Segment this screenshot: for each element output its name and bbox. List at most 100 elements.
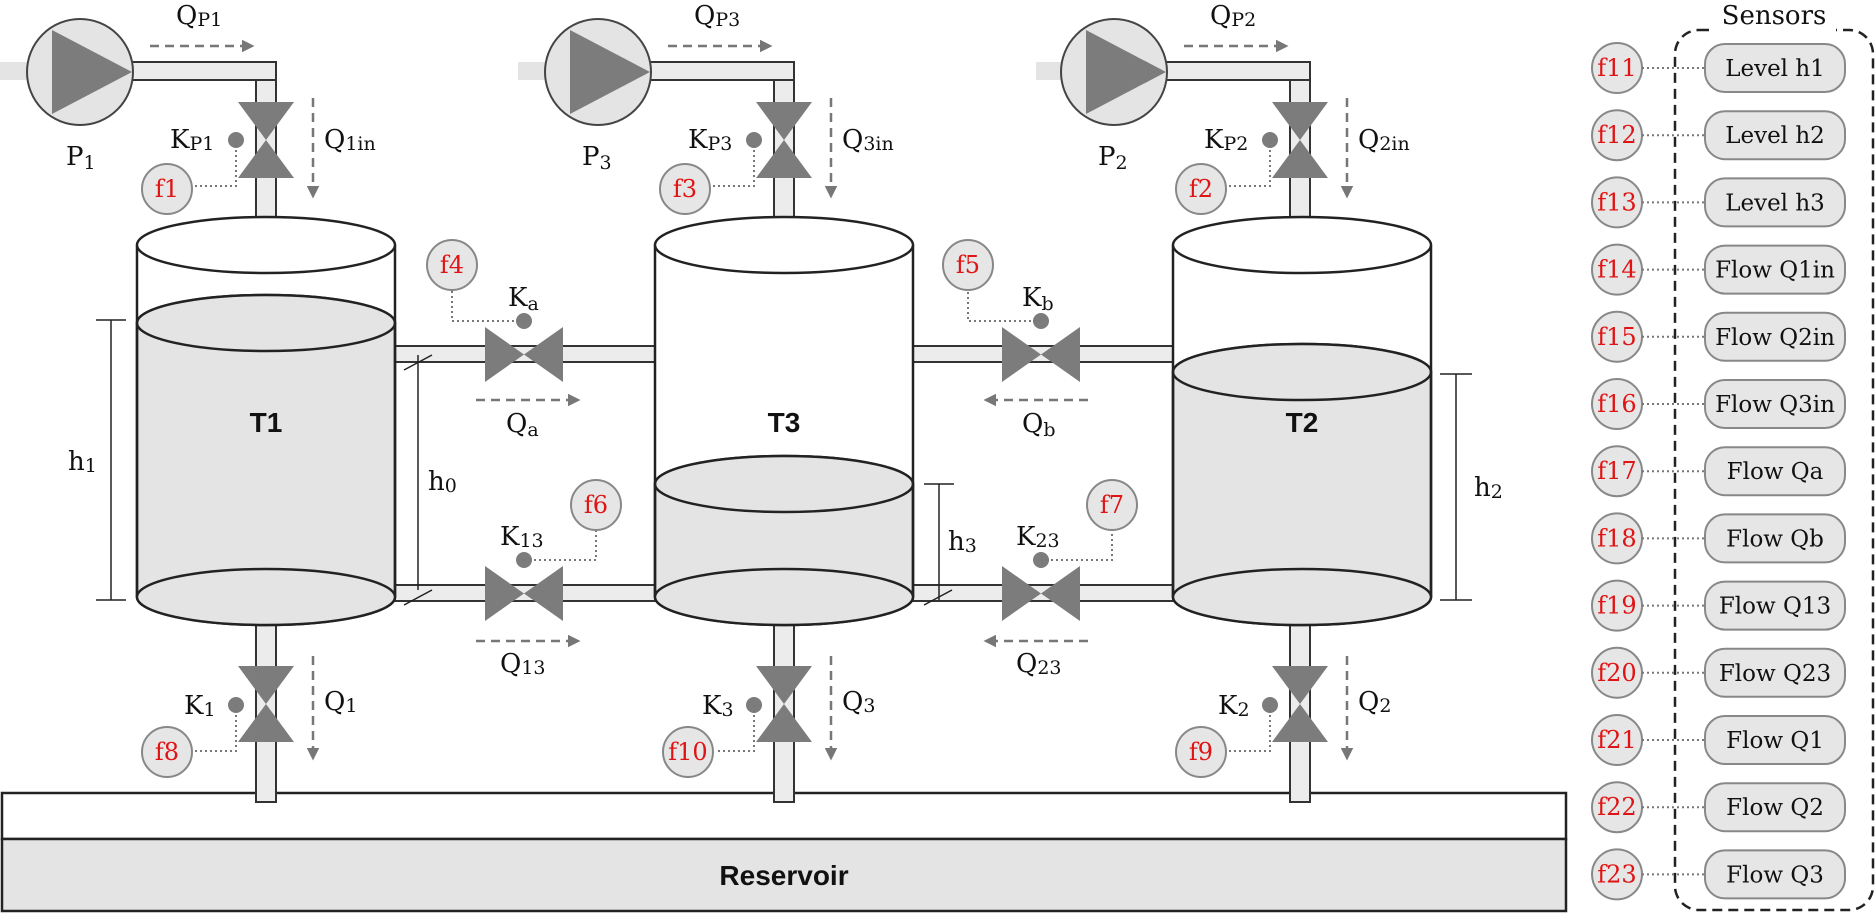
sensor-fault-label: f22 (1597, 793, 1636, 821)
valve-kp2 (1272, 102, 1328, 178)
sensor-label: Level h3 (1725, 190, 1825, 216)
diagram-labels: P1 P3 P2 QP1 QP3 QP2 KP1 KP3 KP2 Q1in Q3… (66, 1, 1503, 721)
valve-ka (485, 327, 563, 382)
sensor-label: Flow Qb (1726, 526, 1824, 552)
fault-f2: f2 (1175, 163, 1227, 215)
sensor-fault-label: f21 (1597, 726, 1636, 754)
tank-t1: T1 (135, 215, 397, 627)
pump-p1-label: P1 (66, 142, 96, 174)
svg-text:f10: f10 (668, 738, 707, 766)
pump-p2 (1060, 18, 1168, 126)
sensor-row: f23 Flow Q3 (1591, 848, 1846, 901)
sensor-label: Flow Q2 (1726, 795, 1824, 821)
flow-qp1-label: QP1 (176, 1, 222, 31)
valve-kb-label: Kb (1022, 283, 1054, 315)
valve-k1-label: K1 (184, 691, 216, 721)
pump-discharge-pipes (0, 61, 1311, 81)
fault-f8: f8 (141, 726, 193, 778)
valve-kp3-label: KP3 (688, 125, 732, 155)
sensor-label: Flow Q1in (1715, 258, 1835, 284)
valve-ka-label: Ka (508, 283, 539, 315)
valve-kb (1002, 327, 1080, 382)
flow-q3-label: Q3 (842, 687, 875, 717)
sensor-label: Flow Q13 (1719, 594, 1831, 620)
flow-q23-label: Q23 (1016, 649, 1062, 679)
flow-qa-label: Qa (506, 409, 539, 441)
valve-kp1-label: KP1 (170, 125, 214, 155)
fault-f6: f6 (570, 479, 622, 531)
svg-text:f2: f2 (1189, 175, 1213, 203)
sensor-fault-label: f14 (1597, 256, 1636, 284)
sensor-fault-label: f23 (1597, 860, 1636, 888)
valve-kp1 (238, 102, 294, 178)
fault-f5: f5 (942, 239, 994, 291)
sensor-fault-label: f19 (1597, 592, 1636, 620)
svg-text:f7: f7 (1100, 491, 1124, 519)
sensor-fault-label: f18 (1597, 524, 1636, 552)
svg-text:f6: f6 (584, 491, 608, 519)
sensor-label: Flow Qa (1727, 459, 1824, 485)
sensor-fault-label: f17 (1597, 457, 1636, 485)
flow-arrows (150, 39, 1354, 761)
sensor-fault-label: f20 (1597, 659, 1636, 687)
flow-q1in-label: Q1in (324, 125, 376, 155)
sensor-label: Flow Q23 (1719, 661, 1831, 687)
sensor-label: Level h1 (1725, 56, 1825, 82)
sensor-row: f17 Flow Qa (1591, 445, 1846, 498)
sensor-fault-label: f12 (1597, 121, 1636, 149)
actuator-faults: f1 f3 f2 f4 f5 f6 f7 f8 (141, 163, 1227, 778)
sensor-fault-label: f11 (1597, 54, 1636, 82)
sensor-label: Level h2 (1725, 123, 1825, 149)
sensor-row: f22 Flow Q2 (1591, 781, 1846, 834)
sensor-row: f21 Flow Q1 (1591, 714, 1846, 766)
level-h3-label: h3 (948, 527, 977, 557)
valve-k2-label: K2 (1218, 691, 1250, 721)
pump-p1 (26, 18, 134, 126)
sensor-label: Flow Q3 (1726, 862, 1824, 888)
flow-q2-label: Q2 (1358, 687, 1391, 717)
flow-qp2-label: QP2 (1210, 1, 1256, 31)
flow-qb-label: Qb (1022, 409, 1056, 441)
valve-k13-label: K13 (500, 522, 544, 552)
valve-k23 (1002, 566, 1080, 621)
pump-p3 (544, 18, 652, 126)
sensor-row: f19 Flow Q13 (1591, 579, 1846, 632)
tank-t1-label: T1 (250, 407, 283, 438)
valve-k3-label: K3 (702, 691, 734, 721)
tank-t2-label: T2 (1286, 407, 1319, 438)
fault-f1: f1 (141, 163, 193, 215)
sensor-row: f20 Flow Q23 (1591, 646, 1846, 699)
sensor-fault-label: f15 (1597, 323, 1636, 351)
fault-f10: f10 (662, 726, 714, 778)
pump-p2-label: P2 (1098, 142, 1128, 174)
svg-text:f5: f5 (956, 251, 980, 279)
reservoir: Reservoir (0, 791, 1568, 913)
valve-kp3 (756, 102, 812, 178)
svg-text:f8: f8 (155, 738, 179, 766)
sensor-row: f18 Flow Qb (1591, 512, 1846, 565)
fault-f9: f9 (1175, 726, 1227, 778)
actuator-leaders (194, 132, 1278, 752)
reservoir-label: Reservoir (719, 860, 848, 891)
valve-k2 (1272, 666, 1328, 742)
svg-text:f3: f3 (673, 175, 697, 203)
level-h2-label: h2 (1474, 473, 1503, 503)
valve-k13 (485, 566, 563, 621)
fault-f4: f4 (426, 239, 478, 291)
svg-text:f4: f4 (440, 251, 464, 279)
valve-k1 (238, 666, 294, 742)
svg-text:f9: f9 (1189, 738, 1213, 766)
pump-p3-label: P3 (582, 142, 612, 174)
valve-k23-label: K23 (1016, 522, 1060, 552)
sensor-label: Flow Q1 (1726, 728, 1824, 754)
tank-t3: T3 (653, 215, 915, 627)
tank-t2: T2 (1171, 215, 1433, 627)
flow-q1-label: Q1 (324, 687, 357, 717)
sensors-title: Sensors (1722, 1, 1827, 31)
